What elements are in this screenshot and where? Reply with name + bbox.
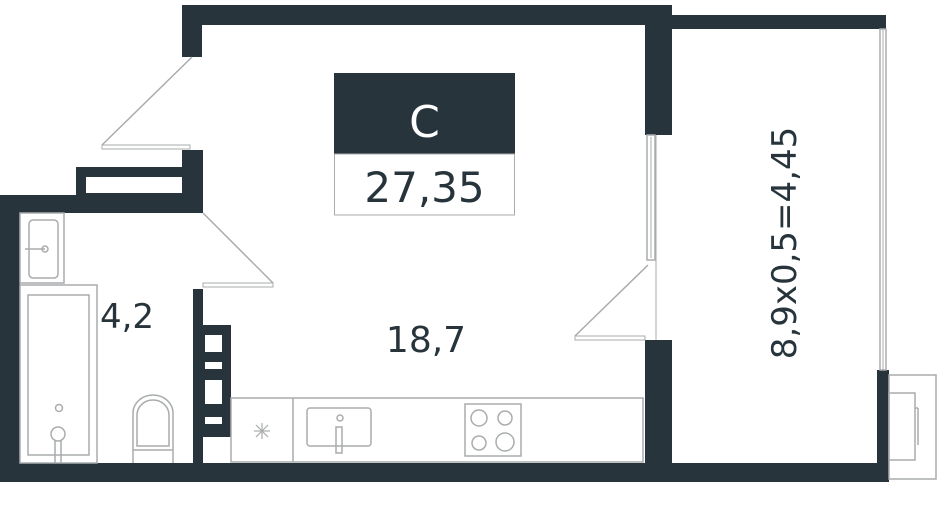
- window-balcony: [879, 28, 887, 371]
- bathtub-icon: [19, 284, 98, 464]
- entrance-door[interactable]: [101, 56, 193, 150]
- stove-icon: [464, 403, 522, 457]
- kitchen-counter: [230, 397, 644, 463]
- living-area: 18,7: [386, 320, 466, 361]
- window-living: [646, 134, 657, 340]
- total-area: 27,35: [364, 163, 484, 212]
- toilet-icon: [132, 394, 174, 463]
- apartment-type: С: [409, 97, 440, 148]
- apartment-label: С 27,35: [334, 73, 515, 216]
- balcony-door[interactable]: [574, 264, 649, 341]
- bathroom-door[interactable]: [202, 212, 274, 288]
- kitchen-sink-icon: [306, 407, 372, 454]
- bathroom-sink-icon: [19, 212, 65, 284]
- snowflake-icon: [254, 423, 270, 439]
- walls: [0, 5, 889, 482]
- bathroom-area: 4,2: [100, 297, 154, 337]
- ac-unit-icon: [888, 374, 937, 480]
- balcony-area: 8,9x0,5=4,45: [765, 127, 805, 359]
